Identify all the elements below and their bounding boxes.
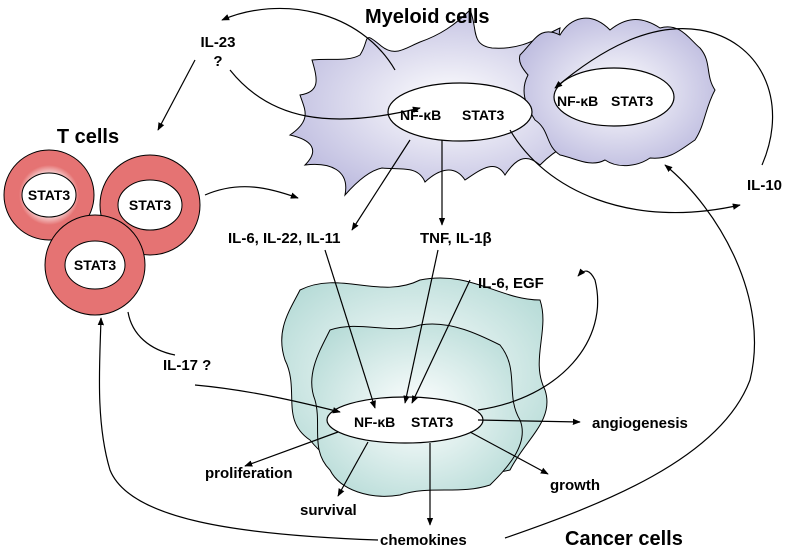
label-growth: growth <box>550 477 600 494</box>
arrow-cancer-to-il6egf <box>477 268 599 411</box>
arrow-il23-to-myeloid <box>229 69 421 120</box>
t-cells <box>3 149 201 316</box>
arrow-tnf-to-cancer <box>403 249 439 404</box>
cancer-stat3: STAT3 <box>411 414 453 430</box>
label-survival: survival <box>300 502 357 519</box>
t-cell-2-nucleus <box>117 179 183 231</box>
label-il6-il22-il11: IL-6, IL-22, IL-11 <box>228 230 341 247</box>
tcell-3-stat3: STAT3 <box>74 257 116 273</box>
arrow-cancer-to-angiogenesis <box>477 418 581 426</box>
label-il17: IL-17 ? <box>163 357 211 374</box>
tcell-2-stat3: STAT3 <box>129 197 171 213</box>
label-tnf-il1b: TNF, IL-1β <box>420 230 492 247</box>
label-angiogenesis: angiogenesis <box>592 415 688 432</box>
label-proliferation: proliferation <box>205 465 293 482</box>
label-il23-question: ? <box>213 53 222 70</box>
label-chemokines: chemokines <box>380 532 467 549</box>
label-il6-egf: IL-6, EGF <box>478 275 544 292</box>
arrow-il23-to-tcells <box>157 59 196 131</box>
arrow-tcells-to-il17 <box>127 311 176 356</box>
arrow-il17-to-cancer <box>194 384 341 414</box>
myeloid-stat3-main: STAT3 <box>462 107 504 123</box>
myeloid-nfkb-second: NF-κB <box>557 93 598 109</box>
myeloid-nfkb-main: NF-κB <box>400 107 441 123</box>
title-myeloid-cells: Myeloid cells <box>365 6 490 28</box>
arrow-tcells-to-il6 <box>204 186 299 199</box>
arrow-il6-to-cancer <box>324 249 376 409</box>
cancer-nucleus <box>326 396 484 444</box>
title-t-cells: T cells <box>57 126 119 148</box>
labels: Myeloid cells T cells Cancer cells NF-κB… <box>28 6 782 550</box>
arrows <box>97 7 774 541</box>
t-cell-3-nucleus <box>64 240 126 290</box>
arrow-chemokines-to-myeloid <box>504 164 756 539</box>
arrow-myeloid-to-il10 <box>509 129 741 214</box>
myeloid-nucleus-second <box>553 67 675 127</box>
myeloid-cells <box>288 9 716 197</box>
title-cancer-cells: Cancer cells <box>565 528 683 550</box>
arrow-cancer-to-growth <box>469 431 549 475</box>
label-il23: IL-23 <box>200 34 235 51</box>
myeloid-nucleus-main <box>387 82 533 142</box>
myeloid-stat3-second: STAT3 <box>611 93 653 109</box>
arrow-cancer-to-proliferation <box>244 431 339 467</box>
arrow-myeloid-to-il23 <box>221 7 396 71</box>
arrow-il10-loop <box>554 28 774 166</box>
label-il10: IL-10 <box>747 177 782 194</box>
arrow-cancer-to-survival <box>337 441 369 497</box>
cancer-nfkb: NF-κB <box>354 414 395 430</box>
cancer-cells <box>281 277 548 497</box>
arrow-myeloid-to-il6 <box>351 139 411 231</box>
arrow-chemokines-to-tcells <box>97 317 379 541</box>
arrow-il6egf-to-cancer <box>411 279 471 404</box>
t-cell-1-nucleus <box>21 172 77 218</box>
tcell-1-stat3: STAT3 <box>28 187 70 203</box>
